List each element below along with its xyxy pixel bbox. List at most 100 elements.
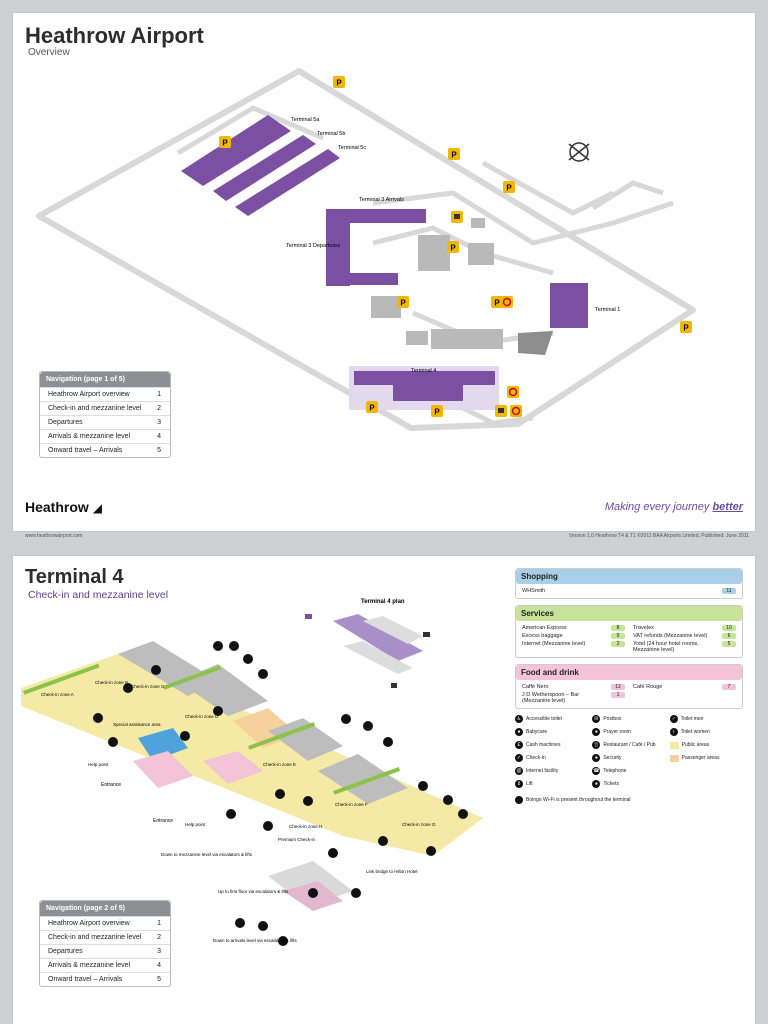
- label-zone-h: Check-in zone H: [289, 824, 322, 829]
- legend-item: ♿Accessible toilet: [515, 715, 562, 723]
- restaurant-icon: 🍴: [592, 741, 601, 749]
- cash-icon: £: [515, 741, 523, 749]
- terminal-1: [550, 283, 588, 328]
- terminal-plan-inset: [305, 614, 430, 688]
- legend-item: ☎Telephone: [592, 767, 627, 775]
- legend-item: Public areas: [669, 741, 743, 749]
- legend-item: ●Prayer room: [592, 728, 665, 736]
- parking-icon: P: [448, 148, 460, 160]
- svg-text:P: P: [336, 79, 342, 88]
- lift-icon: ⇕: [515, 780, 523, 788]
- legend-item: ●Babycare: [515, 728, 588, 736]
- legend-item: ♂Toilet men: [669, 715, 743, 723]
- legend-item: 🍴Restaurant / Café / Pub: [592, 741, 656, 749]
- label-zone-b: Check-in zone B: [95, 680, 128, 685]
- label-special-assistance: Special assistance area: [113, 722, 161, 727]
- label-zone-d: Check-in zone D: [185, 714, 219, 719]
- wifi-icon: [515, 796, 523, 804]
- internet-icon: @: [515, 767, 523, 775]
- security-icon: ●: [592, 754, 601, 762]
- legend-item: £Cash machines: [515, 741, 588, 749]
- restaurant-area: [133, 751, 193, 788]
- postbox-icon: ✉: [592, 715, 601, 723]
- parking-icon: P: [397, 296, 409, 308]
- navigation-box: Navigation (page 1 of 5) Heathrow Airpor…: [39, 371, 171, 458]
- legend-item-empty: [670, 767, 743, 775]
- parking-icons: P P P P P P P P P P: [219, 76, 692, 417]
- legend-item: Passenger areas: [669, 754, 743, 762]
- central-area-buildings: [371, 218, 553, 355]
- public-area: [21, 654, 483, 856]
- label-terminal-1: Terminal 1: [595, 307, 620, 313]
- wifi-note: Boingo Wi-Fi is present throughout the t…: [515, 796, 743, 804]
- airport-overview-map: P P P P P P P P P P Terminal 5a Terminal…: [36, 68, 696, 431]
- page-subtitle: Overview: [28, 47, 70, 58]
- label-down-mezzanine: Down to mezzanine level via escalators &…: [161, 852, 253, 857]
- toilet-women-icon: ♀: [669, 728, 678, 736]
- label-terminal-3-arrivals: Terminal 3 Arrivals: [359, 197, 404, 203]
- label-link-bridge: Link bridge to Hilton Hotel: [366, 869, 418, 874]
- navigation-header: Navigation (page 1 of 5): [40, 372, 170, 387]
- parking-icon: P: [431, 405, 443, 417]
- green-check-in-rows: [23, 663, 401, 795]
- food-header: Food and drink: [516, 665, 742, 680]
- inner-roads: [176, 105, 674, 426]
- label-entrance-2: Entrance: [153, 818, 173, 824]
- legend-item: ●Security: [592, 754, 665, 762]
- legend-item-empty: [670, 780, 743, 788]
- plan-title: Terminal 4 plan: [361, 599, 405, 605]
- footer-url[interactable]: www.heathrowairport.com: [25, 533, 83, 539]
- navigation-header: Navigation (page 2 of 5): [40, 901, 170, 916]
- legend-item: ●Tickets: [592, 780, 665, 788]
- svg-text:P: P: [494, 299, 500, 308]
- underground-icon: [510, 405, 522, 417]
- svg-text:P: P: [222, 139, 228, 148]
- service-item: Yotel (24 hour hotel rooms, Mezzanine le…: [633, 641, 736, 653]
- terminal-3: [326, 209, 426, 286]
- toilet-men-icon: ♂: [669, 715, 678, 723]
- bus-icon: [495, 405, 507, 417]
- terminal-4-page: Terminal 4 Check-in and mezzanine level …: [13, 556, 755, 1024]
- parking-icon: P: [491, 296, 503, 308]
- terminal-4: [354, 371, 495, 401]
- label-entrance-1: Entrance: [101, 782, 121, 788]
- map-legend: ♿Accessible toilet ✉Postbox ♂Toilet men …: [515, 715, 743, 788]
- heliport-icon: [568, 142, 590, 162]
- page-title: Terminal 4: [25, 566, 124, 588]
- babycare-icon: ●: [515, 728, 523, 736]
- footer-strip: www.heathrowairport.com Version 1.0 Heat…: [13, 531, 755, 543]
- svg-text:P: P: [450, 244, 456, 253]
- tagline: Making every journey better: [604, 501, 743, 513]
- public-swatch: [669, 741, 679, 749]
- footer-version: Version 1.0 Heathrow T4 & T1 ©2011 BAA A…: [568, 533, 749, 539]
- legend-item: ♀Toilet women: [669, 728, 743, 736]
- page-subtitle: Check-in and mezzanine level: [28, 589, 169, 601]
- label-zone-f: Check-in zone F: [335, 802, 368, 807]
- underground-icon: [507, 386, 519, 398]
- prayer-icon: ●: [592, 728, 601, 736]
- svg-text:P: P: [434, 408, 440, 417]
- heathrow-logo: Heathrow ◢: [25, 499, 102, 515]
- checkin-icon: ✓: [515, 754, 523, 762]
- passenger-swatch: [669, 754, 679, 762]
- accessible-icon: ♿: [515, 715, 523, 723]
- parking-icon: P: [333, 76, 345, 88]
